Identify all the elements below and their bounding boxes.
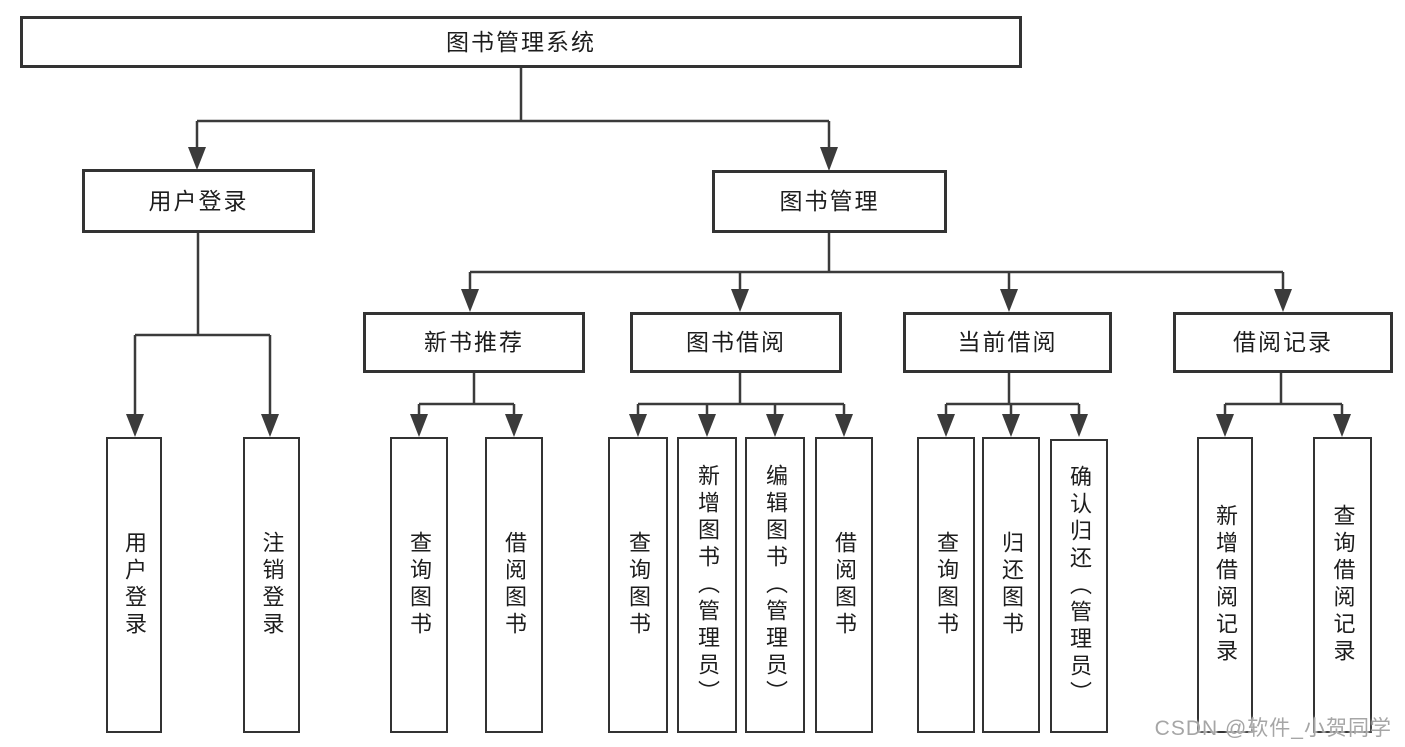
leaf-add-borrow-record: 新增借阅记录 <box>1197 437 1253 733</box>
leaf-query-books-current: 查询图书 <box>917 437 975 733</box>
node-book-management: 图书管理 <box>712 170 947 233</box>
leaf-confirm-return-admin: 确认归还（管理员） <box>1050 439 1108 733</box>
arrowhead <box>505 414 523 437</box>
leaf-return-books: 归还图书 <box>982 437 1040 733</box>
leaf-query-borrow-record: 查询借阅记录 <box>1313 437 1372 733</box>
connector-book-mgmt-to-level3 <box>461 233 1292 312</box>
arrowhead <box>1333 414 1351 437</box>
arrowhead <box>698 414 716 437</box>
leaf-add-books-admin: 新增图书（管理员） <box>677 437 737 733</box>
leaf-query-books-borrowing: 查询图书 <box>608 437 668 733</box>
arrowhead <box>1000 289 1018 312</box>
arrowhead <box>1216 414 1234 437</box>
arrowhead <box>188 147 206 170</box>
leaf-query-books-recommendation: 查询图书 <box>390 437 448 733</box>
connector-user-login-children <box>126 233 279 437</box>
arrowhead <box>937 414 955 437</box>
arrowhead <box>261 414 279 437</box>
connector-root-to-level2 <box>188 68 838 171</box>
leaf-user-login: 用户登录 <box>106 437 162 733</box>
node-book-borrowing: 图书借阅 <box>630 312 842 373</box>
node-library-management-system: 图书管理系统 <box>20 16 1022 68</box>
arrowhead <box>766 414 784 437</box>
node-new-book-recommendation: 新书推荐 <box>363 312 585 373</box>
leaf-logout: 注销登录 <box>243 437 300 733</box>
node-user-login: 用户登录 <box>82 169 315 233</box>
connector-current-borrow-children <box>937 373 1088 437</box>
node-borrowing-records: 借阅记录 <box>1173 312 1393 373</box>
connector-book-borrow-children <box>629 373 853 437</box>
arrowhead <box>629 414 647 437</box>
arrowhead <box>1070 414 1088 437</box>
arrowhead <box>835 414 853 437</box>
leaf-borrow-books-recommendation: 借阅图书 <box>485 437 543 733</box>
arrowhead <box>1274 289 1292 312</box>
arrowhead <box>731 289 749 312</box>
leaf-edit-books-admin: 编辑图书（管理员） <box>745 437 805 733</box>
arrowhead <box>126 414 144 437</box>
connector-borrow-records-children <box>1216 373 1351 437</box>
arrowhead <box>410 414 428 437</box>
csdn-watermark: CSDN @软件_小贺同学 <box>1154 717 1392 740</box>
connector-new-book-rec-children <box>410 373 523 437</box>
leaf-borrow-books: 借阅图书 <box>815 437 873 733</box>
arrowhead <box>461 289 479 312</box>
node-current-borrowing: 当前借阅 <box>903 312 1112 373</box>
arrowhead <box>820 147 838 171</box>
arrowhead <box>1002 414 1020 437</box>
